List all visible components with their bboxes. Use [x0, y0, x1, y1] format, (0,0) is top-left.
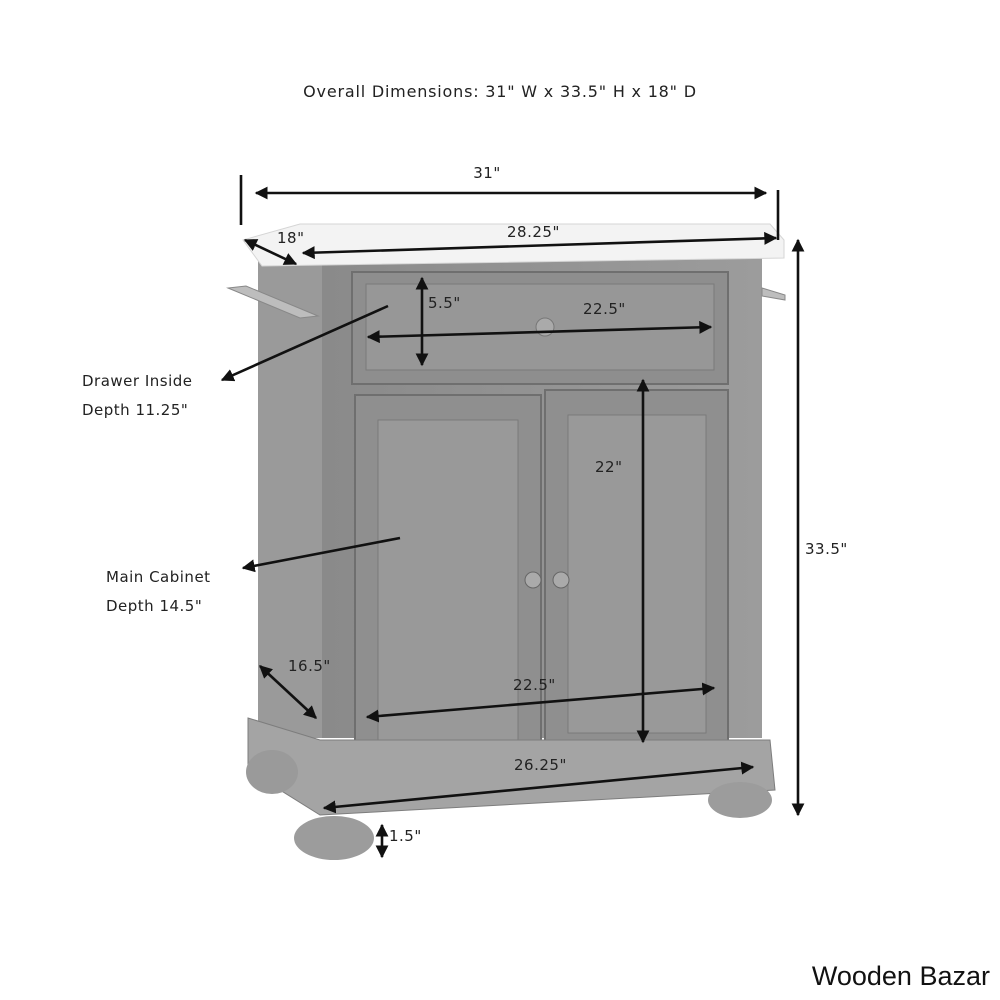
brand-watermark: Wooden Bazar	[811, 961, 990, 991]
arrow-drawer-depth	[220, 304, 389, 382]
door-knob-left	[524, 571, 542, 589]
arrow-base-width	[322, 761, 755, 814]
arrow-top-depth	[243, 238, 298, 266]
towel-bar-left	[226, 285, 320, 319]
arrow-top-width	[301, 231, 778, 260]
cabinet-depth-line2: Depth 14.5"	[106, 597, 202, 615]
label-base-width: 26.25"	[514, 756, 567, 774]
label-door-height: 22"	[595, 458, 623, 476]
door-right-panel	[567, 414, 707, 734]
dimension-lines	[220, 175, 805, 859]
cabinet-depth-line1: Main Cabinet	[106, 568, 211, 586]
foot	[246, 750, 298, 794]
arrow-cabinet-depth	[241, 536, 401, 573]
drawer-depth-line1: Drawer Inside	[82, 372, 193, 390]
label-overall-height: 33.5"	[805, 540, 848, 558]
door-knob-right	[552, 571, 570, 589]
label-cabinet-width: 22.5"	[513, 676, 556, 694]
label-overall-width: 31"	[473, 164, 501, 182]
arrow-cabinet-width	[365, 682, 716, 723]
foot	[708, 782, 772, 818]
cabinet-illustration	[226, 223, 786, 860]
arrow-drawer-width	[366, 320, 713, 344]
label-top-depth: 18"	[277, 229, 305, 247]
door-left-panel	[377, 419, 519, 741]
towel-bar-right	[761, 287, 786, 301]
label-foot-height: 1.5"	[389, 827, 422, 845]
foot	[294, 816, 374, 860]
label-side-depth: 16.5"	[288, 657, 331, 675]
drawer-depth-line2: Depth 11.25"	[82, 401, 188, 419]
arrow-side-depth	[259, 665, 317, 719]
label-drawer-height: 5.5"	[428, 294, 461, 312]
label-top-width: 28.25"	[507, 223, 560, 241]
overall-dimensions-title: Overall Dimensions: 31" W x 33.5" H x 18…	[303, 82, 697, 101]
label-drawer-width: 22.5"	[583, 300, 626, 318]
